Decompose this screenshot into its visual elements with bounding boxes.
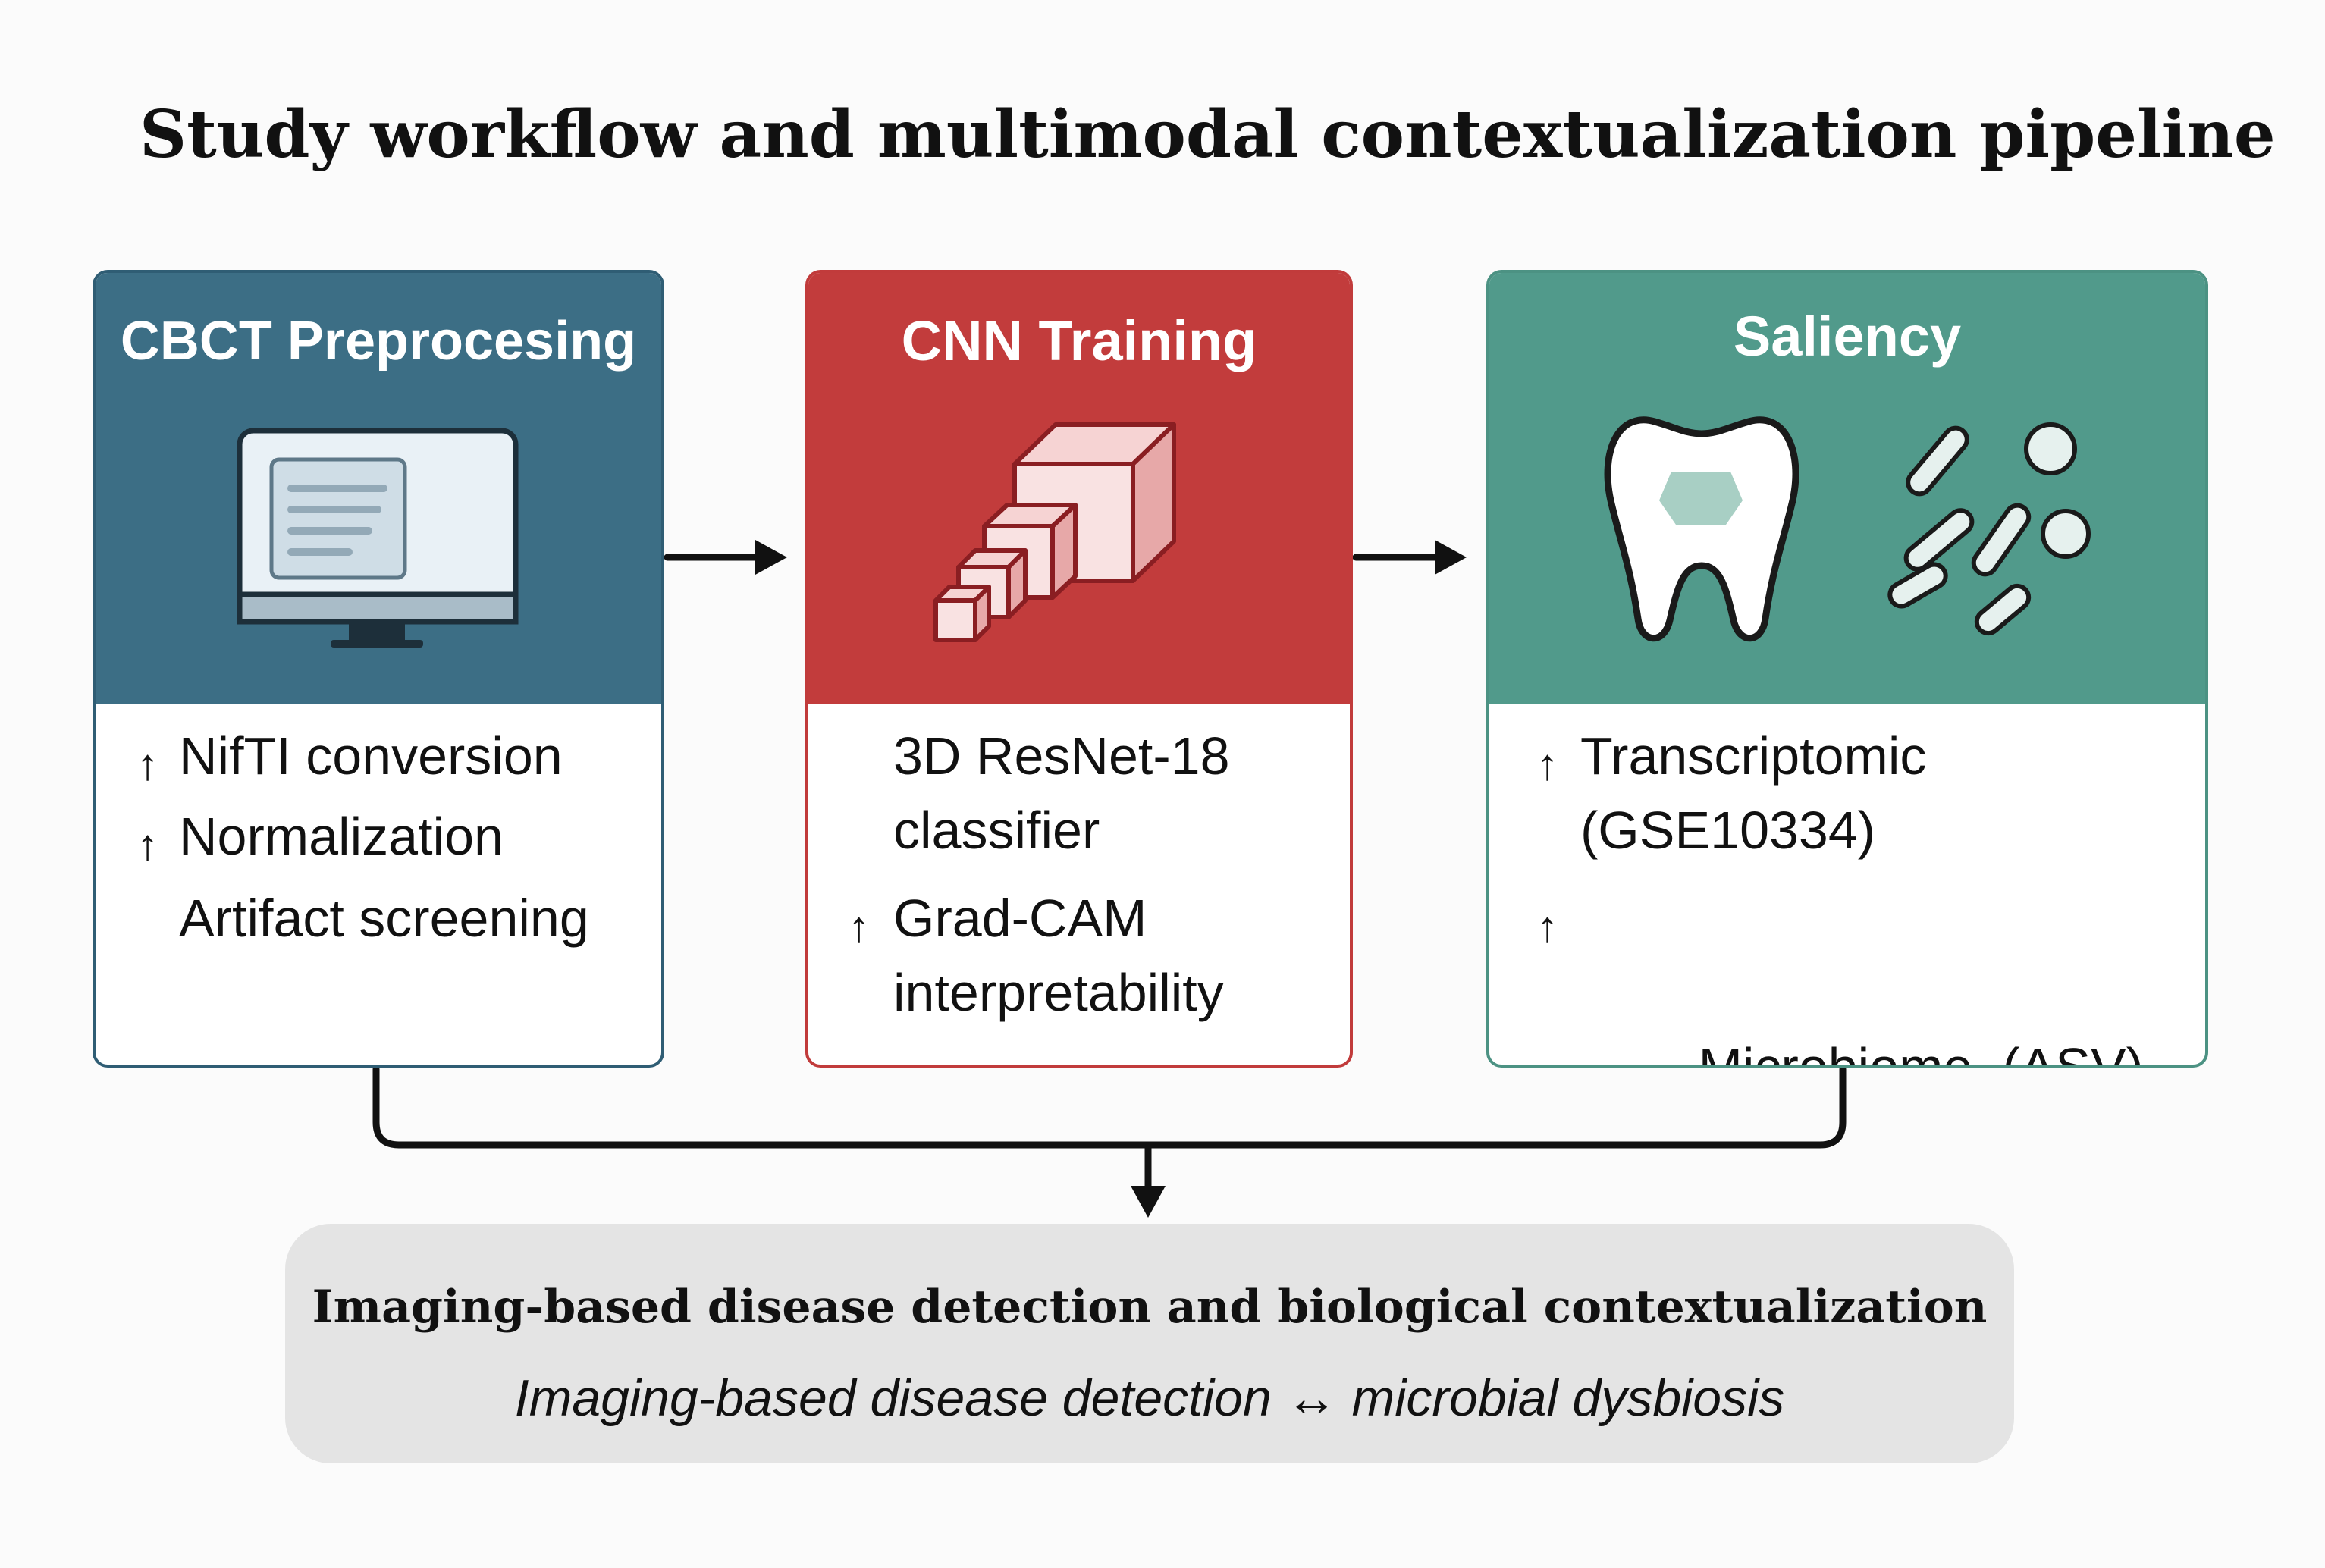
list-item: interpretability (808, 955, 1350, 1030)
saliency-contexts: ↑ Transcriptomic (GSE10334) ↑ Microbiome… (1489, 719, 2205, 1068)
step-text: NifTI conversion (179, 726, 563, 786)
panel-title: CNN Training (901, 309, 1257, 372)
context-text: (GSE10334) (1580, 801, 1876, 860)
step-text: classifier (893, 801, 1100, 860)
bacteria-icon (1887, 422, 2091, 636)
step-text: Artifact screening (179, 889, 589, 948)
saliency-illustration (1604, 416, 2091, 642)
diagram-title: Study workflow and multimodal contextual… (140, 96, 2276, 173)
bracket-connector (372, 1065, 1847, 1149)
panel-header: CBCT Preprocesing (96, 273, 661, 704)
panel-saliency: Saliency ↑ Transcr (1486, 270, 2208, 1068)
tooth-icon (1604, 416, 1799, 642)
training-steps: 3D ResNet-18 classifier ↑ Grad-CAM inter… (808, 719, 1350, 1030)
list-item: 3D ResNet-18 (808, 719, 1350, 793)
panel-cnn-training: CNN Training (805, 270, 1353, 1068)
step-text: interpretability (893, 963, 1224, 1022)
3d-cubes-icon (933, 422, 1176, 642)
list-item: ↑ Microbiome (ASV) (1489, 881, 2205, 1068)
context-text: Transcriptomic (1580, 726, 1927, 786)
list-item: ↑ Normalization (96, 799, 661, 873)
panel-header: CNN Training (808, 273, 1350, 704)
outcome-box: Imaging-based disease detection and biol… (285, 1224, 2014, 1463)
panel-header: Saliency (1489, 273, 2205, 704)
list-item: ↑ Grad-CAM (808, 881, 1350, 955)
panel-cbct-preprocessing: CBCT Preprocesing ↑ NifTI conversion (93, 270, 664, 1068)
arrowhead-right-2 (1435, 540, 1467, 575)
list-item: Artifact screening (96, 881, 661, 955)
panel-title: CBCT Preprocesing (120, 311, 637, 372)
arrowhead-down (1131, 1186, 1166, 1218)
preprocessing-steps: ↑ NifTI conversion ↑ Normalization Artif… (96, 719, 661, 955)
list-item: ↑ Transcriptomic (1489, 719, 2205, 793)
panel-title: Saliency (1733, 305, 1962, 368)
step-text: 3D ResNet-18 (893, 726, 1230, 786)
context-text: Microbiome (ASV) (1698, 1037, 2144, 1068)
up-arrow-marker: ↑ (1536, 740, 1558, 789)
outcome-heading: Imaging-based disease detection and biol… (312, 1281, 1988, 1334)
list-item: (GSE10334) (1489, 793, 2205, 867)
up-arrow-marker: ↑ (848, 902, 870, 952)
up-arrow-marker: ↑ (1536, 902, 1558, 952)
list-item: ↑ NifTI conversion (96, 719, 661, 793)
step-text: Normalization (179, 807, 504, 866)
up-arrow-marker: ↑ (136, 820, 158, 870)
step-text: Grad-CAM (893, 889, 1147, 948)
arrowhead-right-1 (755, 540, 787, 575)
list-item: classifier (808, 793, 1350, 867)
outcome-subtitle: Imaging-based disease detection ↔ microb… (514, 1369, 1785, 1427)
up-arrow-marker: ↑ (136, 740, 158, 789)
monitor-icon (237, 428, 519, 648)
